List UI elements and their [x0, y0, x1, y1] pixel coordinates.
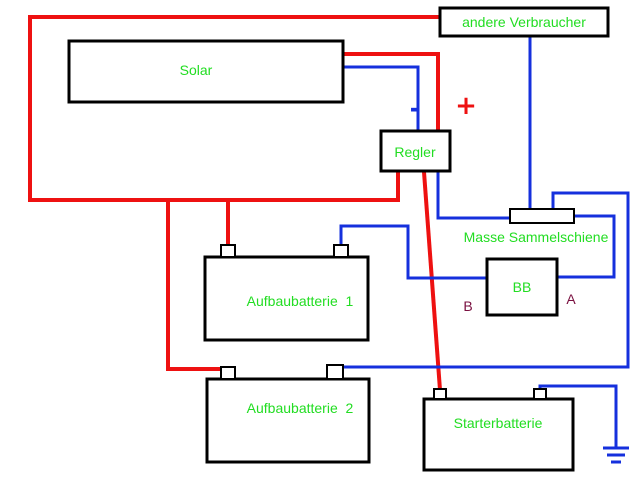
- wire-verbraucher-to-regler-loop: [28, 15, 440, 202]
- wire-masse-loop-to-aufbau2-minus: [343, 191, 630, 369]
- solar-panel: [67, 39, 345, 104]
- positive-wires: [28, 15, 442, 391]
- aufbaubatterie-2-box: [205, 377, 371, 464]
- aufbaubatterie-2-label: Aufbaubatterie 2: [247, 400, 354, 416]
- bb-terminal-b-label: B: [463, 298, 472, 314]
- aufbau2-minus-terminal: [326, 364, 344, 380]
- minus-sign: -: [410, 94, 421, 124]
- regler-label: Regler: [394, 144, 436, 160]
- wire-solar-minus-to-regler: [343, 65, 420, 131]
- aufbaubatterie-1-box: [203, 255, 370, 342]
- starterbatterie-box: [422, 397, 575, 472]
- ground-symbol-icon: [603, 446, 629, 464]
- wire-regler-to-starter-plus: [422, 171, 442, 391]
- aufbaubatterie-1-label: Aufbaubatterie 1: [247, 293, 354, 309]
- wire-aufbau2-plus: [166, 200, 228, 371]
- aufbau1-plus-terminal: [220, 244, 236, 258]
- plus-sign: +: [455, 91, 477, 121]
- bb-label: BB: [513, 279, 532, 295]
- masse-sammelschiene-bar: [509, 208, 575, 224]
- wire-solar-plus-to-regler: [343, 52, 440, 131]
- wire-aufbau1-minus-to-bb-b: [339, 224, 487, 280]
- starterbatterie-label: Starterbatterie: [454, 415, 543, 431]
- masse-sammelschiene-label: Masse Sammelschiene: [464, 229, 609, 245]
- aufbau2-plus-terminal: [220, 366, 236, 380]
- bb-terminal-a-label: A: [566, 291, 576, 307]
- solar-label: Solar: [180, 62, 213, 78]
- andere-verbraucher-box: [438, 6, 610, 38]
- bb-box: [485, 257, 559, 317]
- starter-plus-terminal: [433, 388, 447, 400]
- andere-verbraucher-label: andere Verbraucher: [462, 14, 586, 30]
- starter-minus-terminal: [533, 388, 547, 400]
- wire-regler-to-masse: [436, 172, 512, 220]
- aufbau1-minus-terminal: [333, 244, 349, 258]
- regler-box: [379, 129, 452, 173]
- wire-masse-to-bb-a: [557, 214, 616, 279]
